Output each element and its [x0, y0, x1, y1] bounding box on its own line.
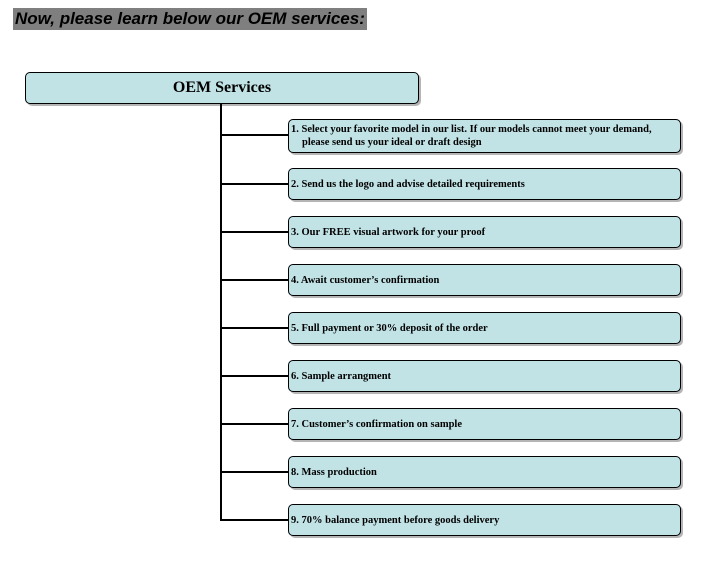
- step-label: 6. Sample arrangment: [291, 370, 392, 382]
- step-label: 2. Send us the logo and advise detailed …: [291, 178, 525, 190]
- connector-trunk-line: [220, 103, 222, 521]
- connector-branch-step-9: [221, 519, 288, 521]
- oem-services-title: OEM Services: [172, 79, 272, 96]
- step-box-4: 4. Await customer’s confirmation: [288, 264, 681, 296]
- step-label: 5. Full payment or 30% deposit of the or…: [291, 322, 488, 334]
- step-box-9: 9. 70% balance payment before goods deli…: [288, 504, 681, 536]
- connector-branch-step-6: [221, 375, 288, 377]
- connector-branch-step-2: [221, 183, 288, 185]
- step-label: 9. 70% balance payment before goods deli…: [291, 514, 500, 526]
- step-label: 8. Mass production: [291, 466, 377, 478]
- step-box-2: 2. Send us the logo and advise detailed …: [288, 168, 681, 200]
- step-box-6: 6. Sample arrangment: [288, 360, 681, 392]
- step-label: 1. Select your favorite model in our lis…: [291, 124, 652, 148]
- page-heading: Now, please learn below our OEM services…: [13, 8, 367, 30]
- connector-branch-step-7: [221, 423, 288, 425]
- step-label: 7. Customer’s confirmation on sample: [291, 418, 462, 430]
- step-box-7: 7. Customer’s confirmation on sample: [288, 408, 681, 440]
- connector-branch-step-5: [221, 327, 288, 329]
- step-box-5: 5. Full payment or 30% deposit of the or…: [288, 312, 681, 344]
- connector-branch-step-3: [221, 231, 288, 233]
- step-box-3: 3. Our FREE visual artwork for your proo…: [288, 216, 681, 248]
- step-label: 4. Await customer’s confirmation: [291, 274, 440, 286]
- oem-services-title-box: OEM Services: [25, 72, 419, 104]
- step-box-8: 8. Mass production: [288, 456, 681, 488]
- connector-branch-step-1: [221, 134, 288, 136]
- step-label: 3. Our FREE visual artwork for your proo…: [291, 226, 486, 238]
- step-box-1: 1. Select your favorite model in our lis…: [288, 119, 681, 153]
- connector-branch-step-4: [221, 279, 288, 281]
- connector-branch-step-8: [221, 471, 288, 473]
